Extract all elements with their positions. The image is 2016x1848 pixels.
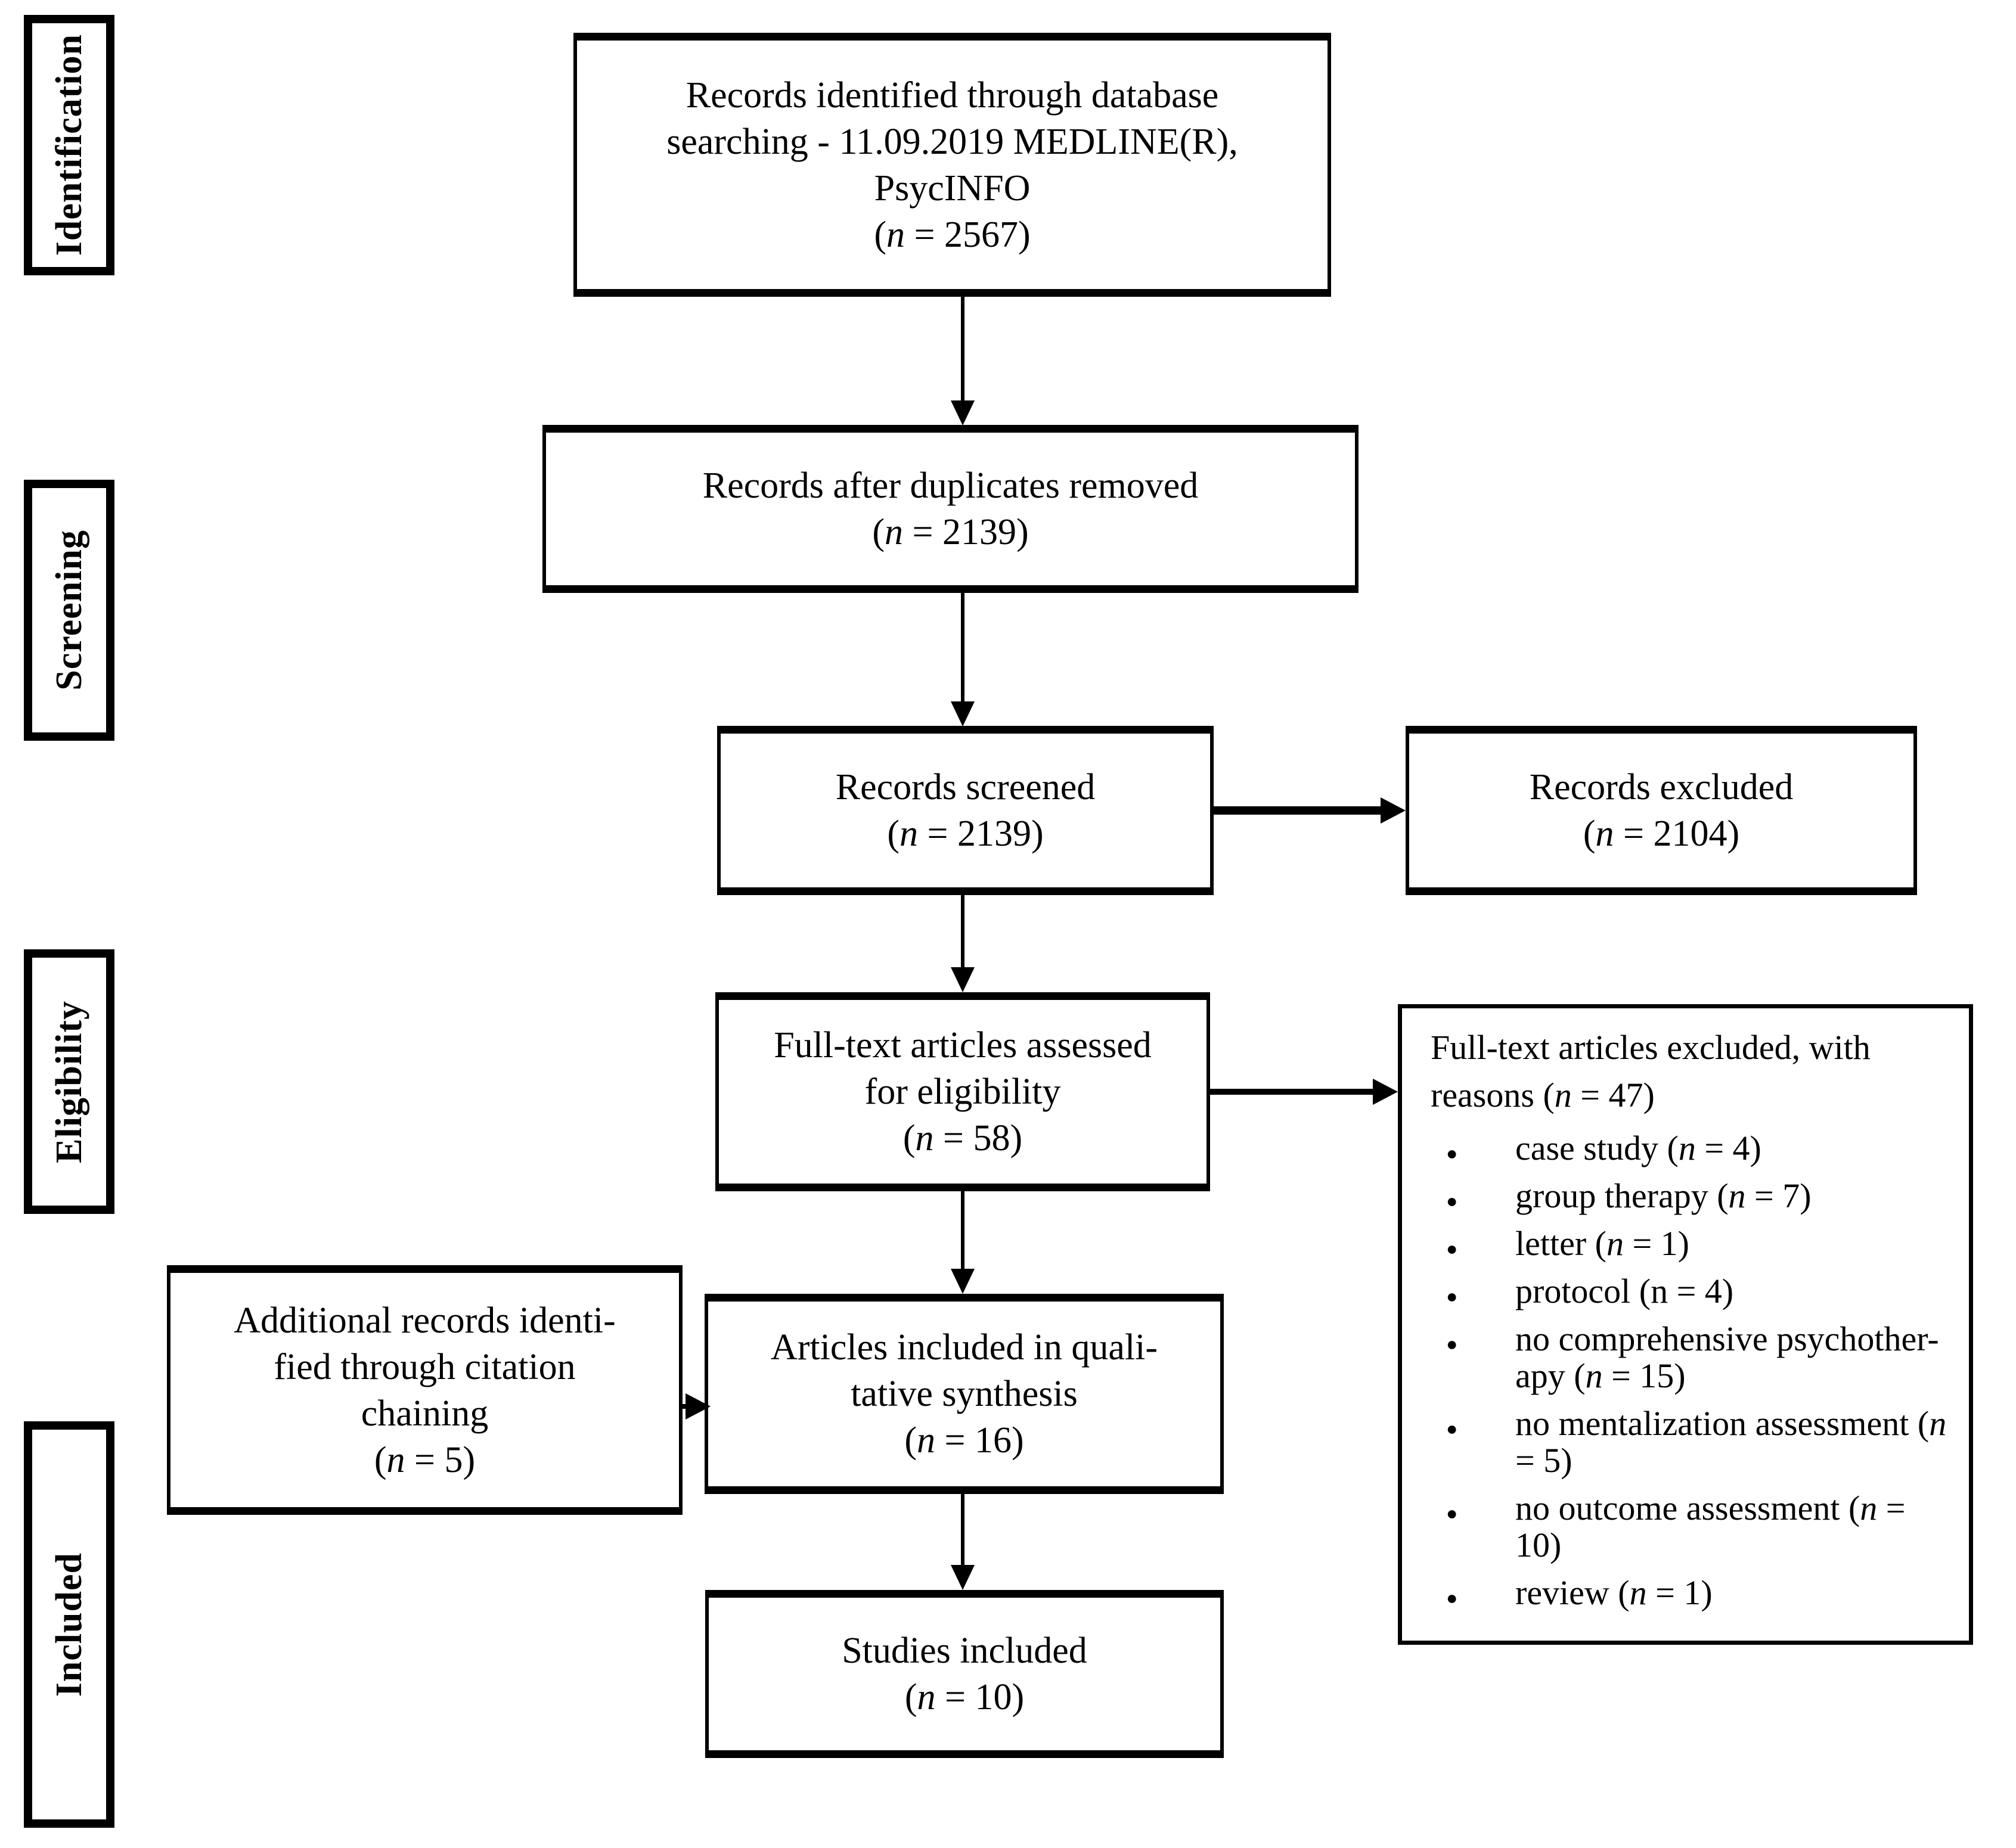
- stage-label-screening: Screening: [48, 530, 89, 691]
- box-studies-included: Studies included (n = 10): [705, 1590, 1224, 1758]
- text-line: (n = 10): [904, 1677, 1025, 1717]
- text-line: fied through citation: [274, 1346, 576, 1387]
- box-records-excluded: Records excluded (n = 2104): [1406, 726, 1917, 895]
- text-line: Records excluded: [1529, 767, 1794, 807]
- exclusion-reason-item: review (n = 1): [1431, 1574, 1960, 1617]
- arrow-fulltext-to-reasons-line: [1210, 1089, 1375, 1095]
- text-line: Studies included: [842, 1630, 1087, 1671]
- stage-box-identification: Identification: [24, 15, 114, 275]
- exclusion-reason-item: no mentalization assessment (n= 5): [1431, 1405, 1960, 1479]
- box-fulltext-assessed: Full-text articles assessed for eligibili…: [715, 992, 1210, 1191]
- fulltext-excluded-title: Full-text articles excluded, with reasons…: [1431, 1024, 1960, 1119]
- exclusion-reasons-list: case study (n = 4) group therapy (n = 7) l…: [1431, 1130, 1960, 1617]
- text-line: Articles included in quali-: [770, 1327, 1158, 1368]
- text-line: Records after duplicates removed: [702, 465, 1199, 506]
- text-line: Records identified through database: [686, 74, 1219, 116]
- text-line: searching - 11.09.2019 MEDLINE(R),: [666, 121, 1238, 162]
- text-line: (n = 2104): [1583, 813, 1740, 854]
- text-line: (n = 2139): [872, 512, 1029, 552]
- text-line: (n = 2139): [887, 813, 1044, 854]
- exclusion-reason-item: group therapy (n = 7): [1431, 1178, 1960, 1220]
- text-line: tative synthesis: [851, 1374, 1078, 1414]
- text-line: Full-text articles assessed: [774, 1025, 1152, 1066]
- stage-label-eligibility: Eligibility: [48, 1000, 89, 1163]
- stage-label-included: Included: [48, 1552, 89, 1697]
- text-line: chaining: [361, 1393, 489, 1434]
- box-records-screened: Records screened (n = 2139): [717, 726, 1214, 895]
- text-line: (n = 16): [904, 1420, 1024, 1461]
- arrow-qualitative-to-studies-line: [961, 1494, 964, 1566]
- exclusion-reason-item: no outcome assessment (n =10): [1431, 1490, 1960, 1564]
- exclusion-reason-item: no comprehensive psychother-apy (n = 15): [1431, 1321, 1960, 1394]
- box-fulltext-excluded: Full-text articles excluded, with reasons…: [1398, 1004, 1973, 1645]
- arrow-identified-to-duplicates-line: [961, 297, 964, 402]
- arrow-duplicates-to-screened-head: [951, 701, 975, 726]
- arrow-duplicates-to-screened-line: [961, 593, 964, 703]
- box-citation-chaining: Additional records identi-fied through c…: [167, 1265, 683, 1515]
- arrow-fulltext-to-qualitative-head: [951, 1269, 975, 1294]
- box-qualitative-synthesis: Articles included in quali-tative synthe…: [705, 1294, 1224, 1494]
- arrow-qualitative-to-studies-head: [951, 1565, 975, 1590]
- text-line: PsycINFO: [874, 167, 1031, 209]
- arrow-citation-to-qualitative-head: [686, 1393, 711, 1420]
- arrow-fulltext-to-reasons-head: [1373, 1079, 1398, 1105]
- text-line: (n = 2567): [874, 214, 1031, 255]
- text-line: reasons (n = 47): [1431, 1076, 1655, 1114]
- exclusion-reason-item: case study (n = 4): [1431, 1130, 1960, 1172]
- arrow-fulltext-to-qualitative-line: [961, 1191, 964, 1270]
- arrow-screened-to-fulltext-head: [951, 967, 975, 992]
- stage-label-identification: Identification: [48, 34, 89, 256]
- box-records-after-duplicates: Records after duplicates removed (n = 213…: [542, 425, 1359, 593]
- arrow-screened-to-fulltext-line: [961, 895, 964, 968]
- text-line: Additional records identi-: [234, 1300, 616, 1341]
- box-records-identified: Records identified through database searc…: [573, 33, 1331, 297]
- exclusion-reason-item: letter (n = 1): [1431, 1225, 1960, 1268]
- text-line: for eligibility: [864, 1071, 1061, 1112]
- stage-box-eligibility: Eligibility: [24, 949, 114, 1214]
- arrow-screened-to-excluded-line: [1214, 806, 1383, 815]
- stage-box-screening: Screening: [24, 480, 114, 741]
- arrow-identified-to-duplicates-head: [951, 400, 975, 425]
- text-line: (n = 58): [902, 1118, 1023, 1159]
- exclusion-reason-item: protocol (n = 4): [1431, 1273, 1960, 1315]
- stage-box-included: Included: [24, 1421, 114, 1828]
- text-line: Full-text articles excluded, with: [1431, 1028, 1871, 1067]
- arrow-screened-to-excluded-head: [1381, 797, 1406, 824]
- text-line: Records screened: [835, 767, 1096, 807]
- text-line: (n = 5): [374, 1439, 476, 1480]
